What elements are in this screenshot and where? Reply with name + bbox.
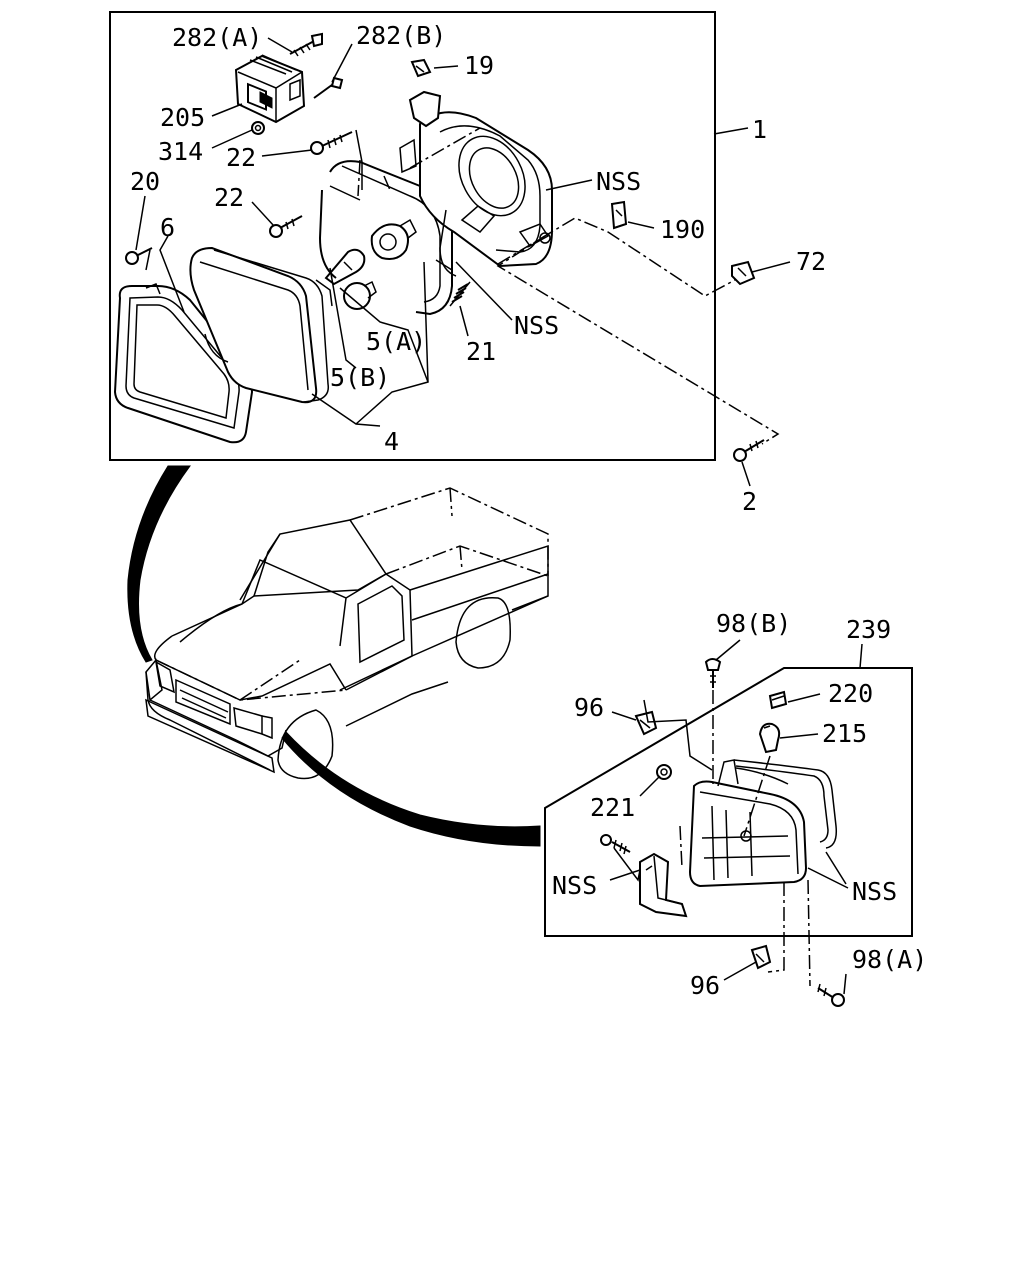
spring-21 [449, 281, 471, 307]
callout-nss-bracket: NSS [596, 167, 641, 196]
callout-22-lower: 22 [214, 183, 244, 212]
bulb-socket-220 [768, 690, 788, 710]
screw-20 [125, 247, 153, 265]
callout-4: 4 [384, 427, 399, 456]
assembly-line-4 [383, 175, 391, 191]
clip-190 [610, 200, 628, 230]
callout-5a: 5(A) [366, 327, 426, 356]
callout-221: 221 [590, 793, 635, 822]
screw-22-lower [269, 215, 303, 238]
screw-282b [313, 76, 344, 99]
callout-282a: 282(A) [172, 23, 262, 52]
screw-nss-bracket [600, 834, 631, 855]
callout-220: 220 [828, 679, 873, 708]
callout-1: 1 [752, 115, 767, 144]
callout-nss-ring: NSS [514, 311, 559, 340]
halogen-bulb-5b [343, 280, 377, 310]
assembly-line-5 [409, 127, 481, 169]
assembly-line-3 [357, 159, 361, 197]
bulb-215 [758, 722, 781, 754]
bulb-socket [370, 218, 417, 260]
halogen-bulb-5a [324, 248, 366, 286]
screw-98a [817, 983, 845, 1007]
clip-96-lower [750, 944, 772, 970]
callout-72: 72 [796, 247, 826, 276]
nut-314 [251, 121, 265, 135]
headlamp-housing-bracket [399, 90, 553, 277]
corner-lamp-group-frame [544, 667, 913, 937]
callout-21: 21 [466, 337, 496, 366]
screw-22-upper [310, 131, 353, 155]
truck-illustration [145, 487, 549, 780]
callout-215: 215 [822, 719, 867, 748]
callout-282b: 282(B) [356, 21, 446, 50]
clip-19 [410, 58, 432, 78]
corner-assembly-line-3 [679, 825, 683, 869]
location-swoosh-headlamp [127, 465, 191, 663]
callout-314: 314 [158, 137, 203, 166]
callout-5b: 5(B) [330, 363, 390, 392]
clip-72 [731, 260, 756, 286]
headlamp-group-frame [109, 11, 716, 461]
grommet-221 [656, 764, 672, 780]
corner-assembly-line-2 [743, 755, 771, 837]
screw-282a [289, 32, 323, 57]
screw-2 [733, 439, 765, 462]
clip-96-upper [634, 710, 658, 736]
callout-19: 19 [464, 51, 494, 80]
assembly-line-1 [497, 217, 736, 297]
callout-98b: 98(B) [716, 609, 791, 638]
callout-2: 2 [742, 487, 757, 516]
callout-nss-lamp-right: NSS [852, 877, 897, 906]
corner-assembly-line-5 [767, 882, 785, 973]
mounting-bracket [639, 852, 688, 918]
callout-96-lower: 96 [690, 971, 720, 1000]
leader-lines-top [135, 37, 791, 487]
screw-98b [704, 658, 722, 688]
callout-239: 239 [846, 615, 891, 644]
leader-lines-corner [609, 639, 863, 995]
callout-205: 205 [160, 103, 205, 132]
corner-assembly-line-4 [807, 879, 811, 987]
callout-190: 190 [660, 215, 705, 244]
callout-6: 6 [160, 213, 175, 242]
callout-96-upper: 96 [574, 693, 604, 722]
callout-nss-bracket-left: NSS [552, 871, 597, 900]
location-swoosh-corner-lamp [281, 731, 541, 847]
corner-lamp-assembly [688, 759, 838, 888]
callout-20: 20 [130, 167, 160, 196]
callout-98a: 98(A) [852, 945, 927, 974]
assembly-line-2 [496, 235, 780, 445]
sealed-beam-lamp [189, 246, 333, 404]
leveling-actuator [234, 54, 306, 124]
callout-22-upper: 22 [226, 143, 256, 172]
